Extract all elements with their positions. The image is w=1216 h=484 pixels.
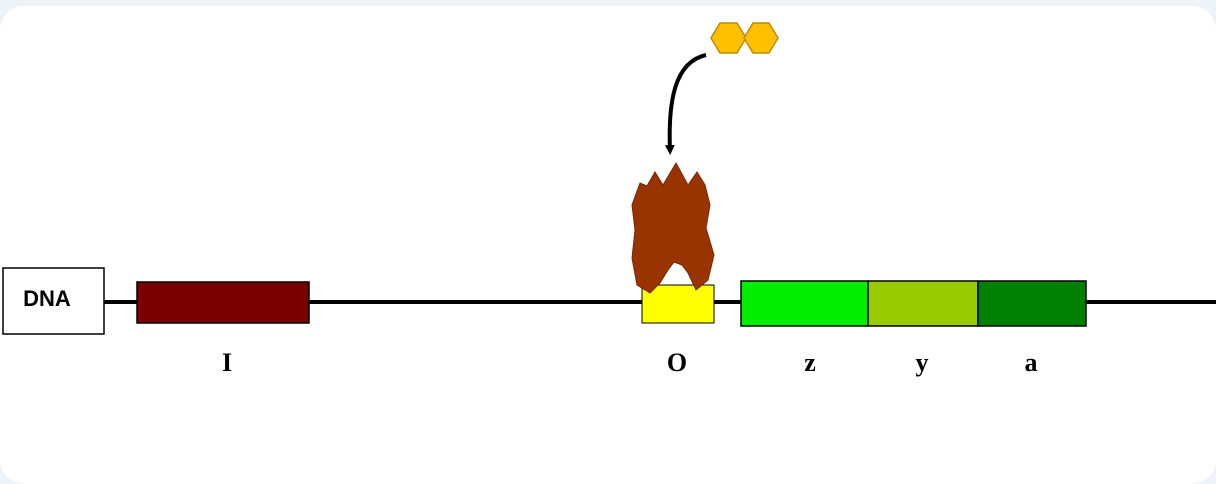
gene-y-label: y xyxy=(916,348,929,377)
gene-i-block xyxy=(136,281,310,324)
dna-label: DNA xyxy=(23,286,71,311)
repressor-protein-icon xyxy=(631,161,715,294)
gene-a-label: a xyxy=(1025,348,1038,377)
gene-z-label: z xyxy=(804,348,816,377)
gene-i-label: I xyxy=(222,348,232,377)
gene-z-block xyxy=(740,280,869,327)
lac-operon-diagram: DNA I O z y a xyxy=(2,22,1216,377)
curved-arrow-icon xyxy=(664,53,707,155)
gene-a-block xyxy=(977,280,1087,327)
inducer-molecule-icon xyxy=(710,22,779,54)
dna-label-box xyxy=(2,267,105,335)
gene-y-block xyxy=(867,280,979,327)
diagram-card: DNA I O z y a xyxy=(0,6,1216,484)
operator-o-label: O xyxy=(667,348,687,377)
operator-o-block xyxy=(641,284,715,324)
